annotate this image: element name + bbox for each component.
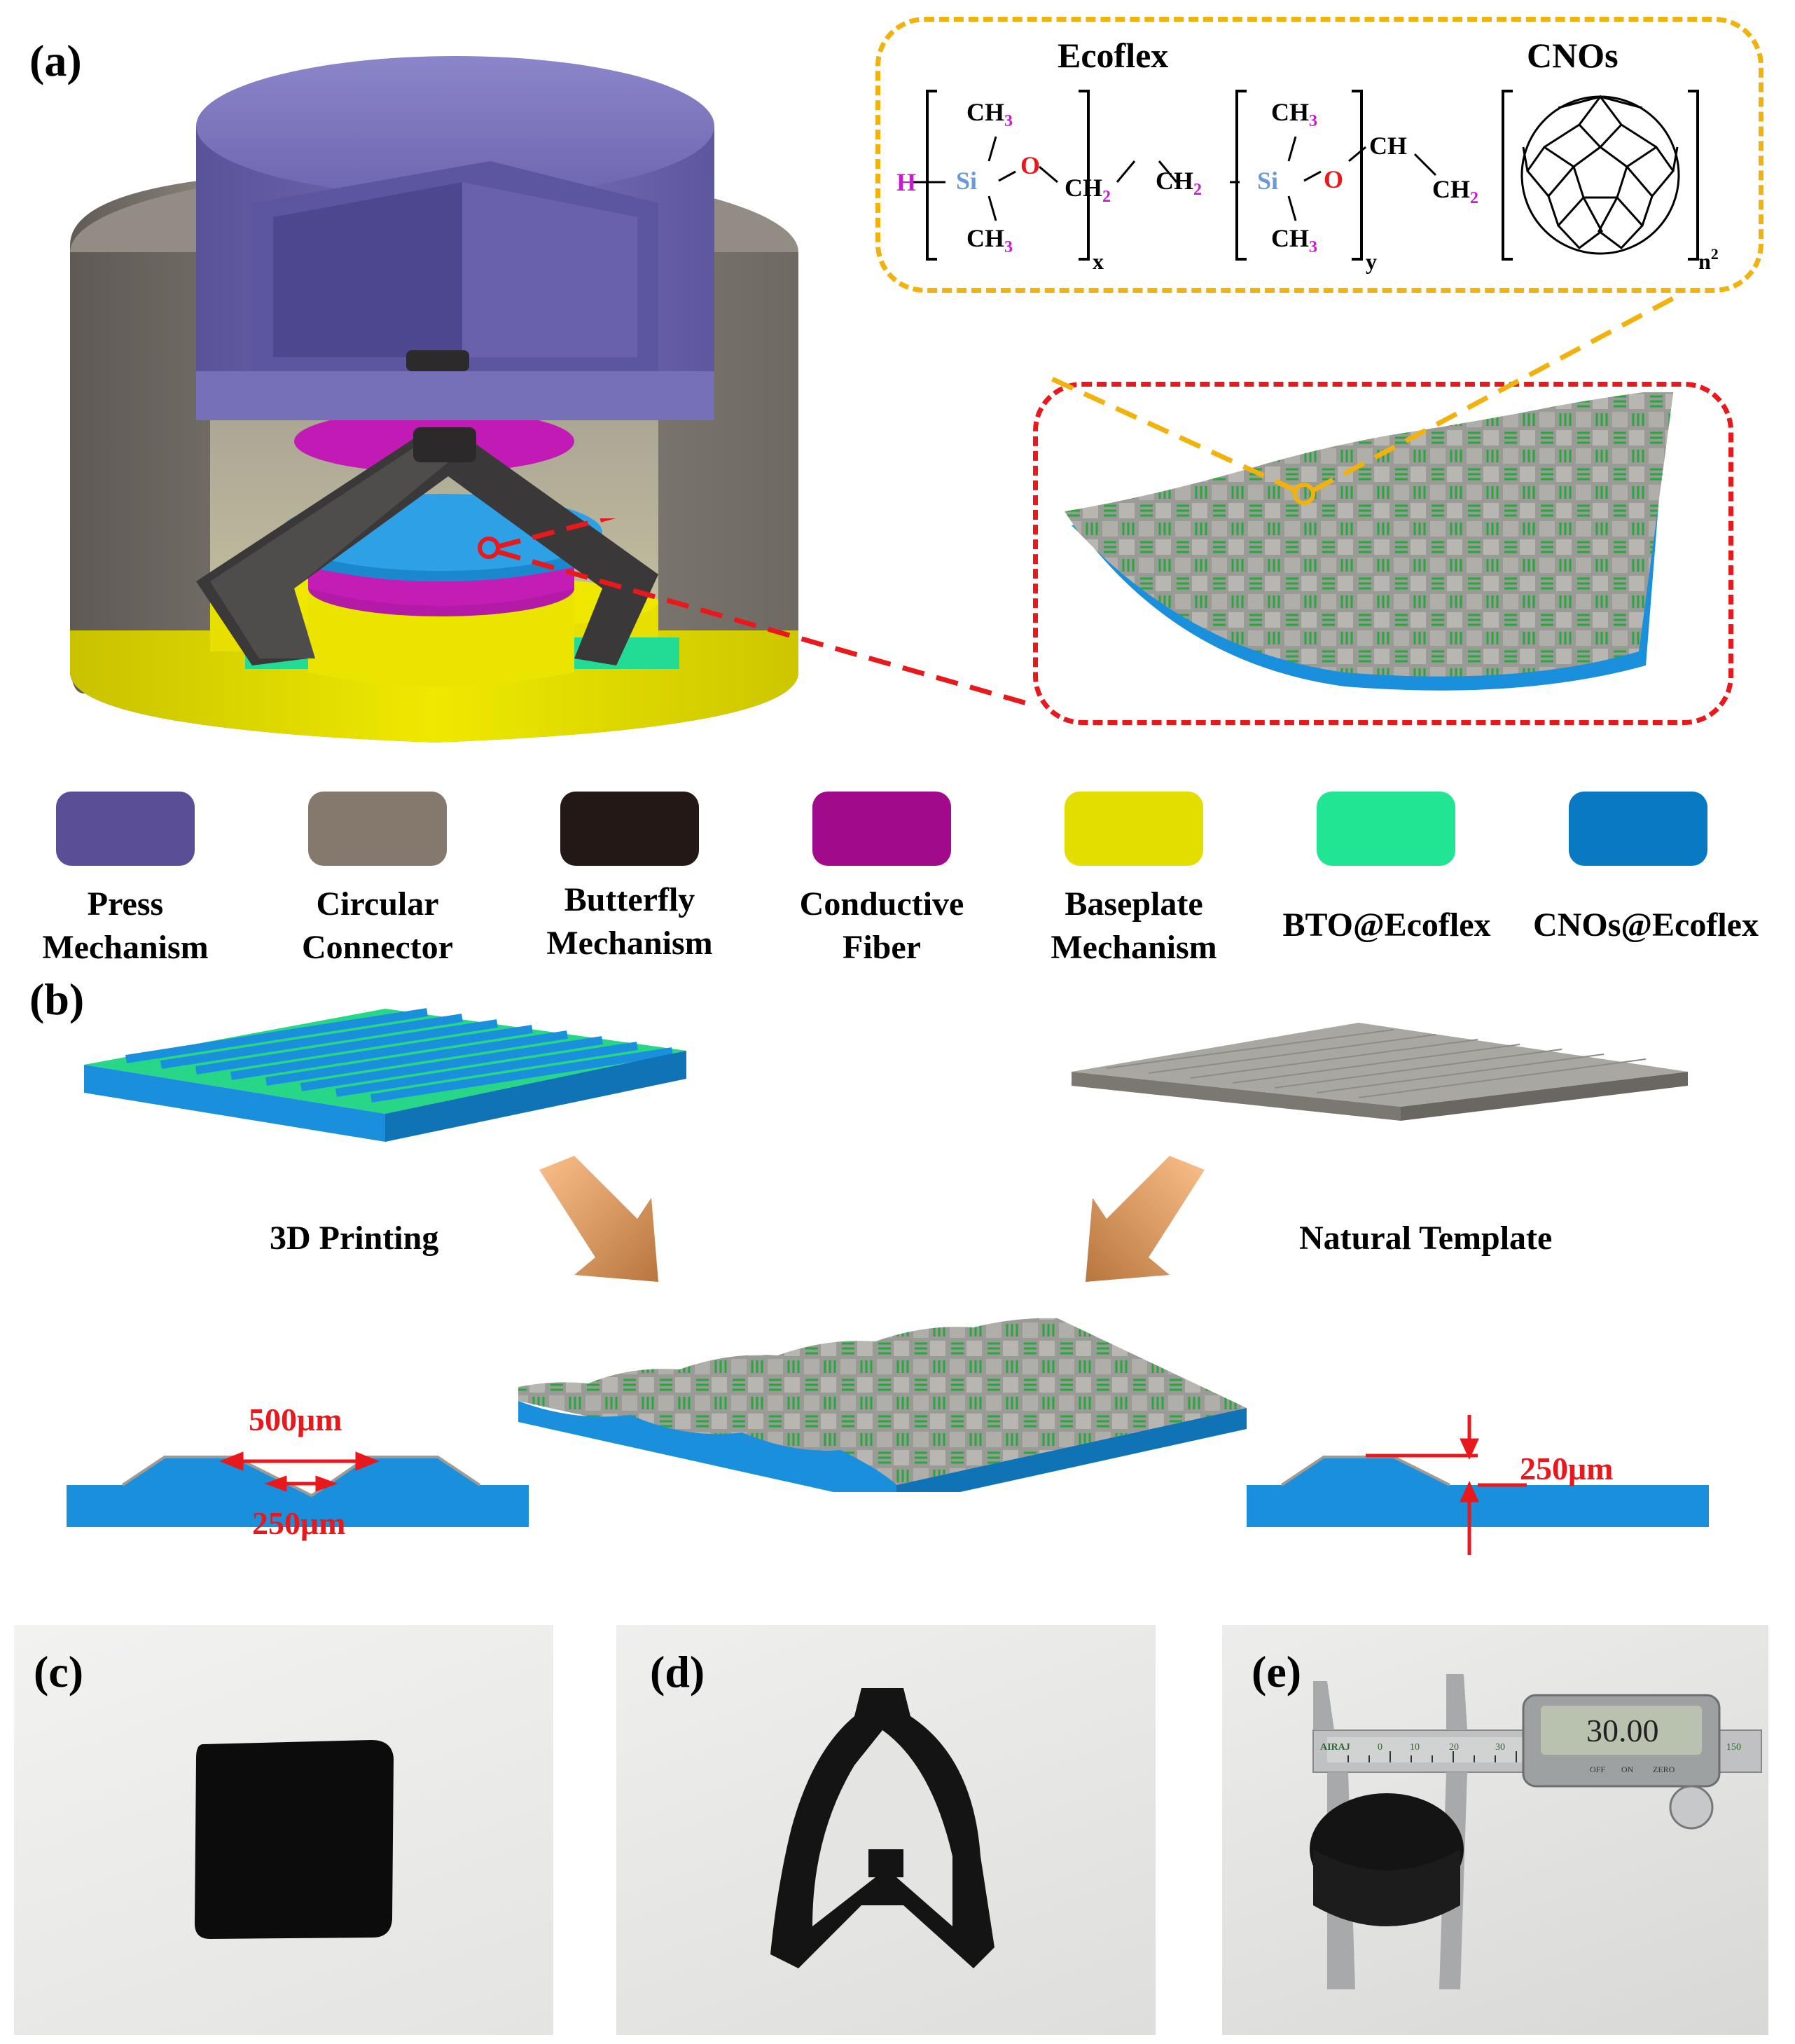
- caliper-button-on: ON: [1621, 1765, 1634, 1774]
- caliper-button-zero: ZERO: [1653, 1765, 1675, 1774]
- ch3-top-2: CH3: [1271, 98, 1317, 130]
- photo-d-butterfly: (d): [616, 1625, 1156, 2035]
- photo-c-film: (c): [14, 1625, 553, 2035]
- ecoflex-title: Ecoflex: [1058, 36, 1169, 75]
- caliper-tick-150: 150: [1726, 1742, 1741, 1753]
- panel-b-label: (b): [29, 974, 85, 1024]
- atom-si-2: Si: [1257, 167, 1278, 195]
- legend-label-press: Press Mechanism: [42, 885, 209, 966]
- legend-label-butterfly: Butterfly Mechanism: [546, 881, 713, 962]
- ecoflex-structure: H Si O CH3 CH3 x CH2 CH2 Si O CH3 CH3 y …: [896, 90, 1719, 274]
- subscript-n: n2: [1698, 245, 1719, 274]
- atom-h: H: [896, 168, 916, 196]
- legend-label-connector: Circular Connector: [302, 885, 453, 966]
- legend-swatch-bto: [1317, 792, 1455, 866]
- caliper-tick-0: 0: [1378, 1742, 1382, 1753]
- cross-section-printed: [67, 1451, 529, 1527]
- caption-3d-printing: 3D Printing: [270, 1220, 439, 1257]
- wavy-fabric-surface: [1065, 392, 1674, 691]
- printed-grooved-sheet: [84, 1008, 686, 1142]
- zoom-box-chemistry: [875, 17, 1763, 293]
- ch3-top-1: CH3: [966, 98, 1013, 130]
- caliper-tick-20: 20: [1449, 1742, 1459, 1753]
- legend-swatch-press: [56, 792, 195, 866]
- zoom-box-surface: [1033, 382, 1733, 725]
- dim-500um: 500μm: [249, 1402, 342, 1437]
- legend-label-baseplate: Baseplate Mechanism: [1051, 885, 1217, 966]
- caliper-button-off: OFF: [1590, 1765, 1605, 1774]
- legend-swatch-butterfly: [560, 792, 699, 866]
- fullerene-cno-icon: [1520, 95, 1680, 255]
- device-cutaway-render: [70, 56, 798, 743]
- ch2-2: CH2: [1156, 167, 1202, 199]
- dim-250um-left: 250μm: [252, 1505, 346, 1541]
- natural-template-sheet: [1072, 1023, 1688, 1121]
- black-butterfly-part: [770, 1688, 994, 1968]
- legend-swatch-cnos: [1569, 792, 1707, 866]
- caliper-tick-30: 30: [1495, 1742, 1505, 1753]
- cnos-title: CNOs: [1527, 36, 1619, 75]
- panel-d-label: (d): [650, 1647, 705, 1697]
- ch2-1: CH2: [1065, 174, 1111, 206]
- ch3-bottom-2: CH3: [1271, 224, 1317, 256]
- legend-label-fiber: Conductive Fiber: [799, 885, 964, 966]
- photo-e-caliper: (e) AIRAJ 0 10 20 30 50 150 30.00 OFF ON…: [1222, 1625, 1768, 2035]
- combined-wavy-surface: [518, 1318, 1247, 1492]
- arrow-left-icon: [539, 1156, 658, 1282]
- subscript-x: x: [1093, 249, 1104, 274]
- legend-label-cnos: CNOs@Ecoflex: [1533, 906, 1759, 944]
- black-square-film: [195, 1740, 394, 1939]
- subscript-y: y: [1366, 249, 1377, 274]
- panel-e-label: (e): [1252, 1647, 1302, 1697]
- caliper-reading: 30.00: [1586, 1713, 1659, 1748]
- ch3-bottom-1: CH3: [966, 224, 1013, 256]
- legend-label-bto: BTO@Ecoflex: [1282, 906, 1491, 944]
- caliper-tick-10: 10: [1410, 1742, 1420, 1753]
- legend-swatch-fiber: [812, 792, 951, 866]
- panel-c-label: (c): [34, 1647, 84, 1697]
- red-zoom-lines: [478, 518, 1037, 709]
- panel-a-label: (a): [29, 36, 82, 85]
- caliper-brand: AIRAJ: [1320, 1742, 1350, 1753]
- dim-250um-right: 250μm: [1520, 1451, 1614, 1486]
- cross-section-template: [1247, 1415, 1709, 1555]
- caption-natural-template: Natural Template: [1299, 1220, 1553, 1257]
- digital-caliper: AIRAJ 0 10 20 30 50 150 30.00 OFF ON ZER…: [1310, 1674, 1762, 1989]
- ch2-vinyl: CH2: [1432, 175, 1478, 207]
- arrow-right-icon: [1086, 1156, 1205, 1282]
- legend-swatch-connector: [308, 792, 447, 866]
- legend-swatch-baseplate: [1065, 792, 1203, 866]
- orange-zoom-lines: [1049, 291, 1682, 505]
- atom-o-2: O: [1324, 165, 1343, 193]
- atom-o-1: O: [1020, 151, 1040, 179]
- atom-si-1: Si: [956, 167, 977, 195]
- ch-vinyl: CH: [1369, 132, 1407, 160]
